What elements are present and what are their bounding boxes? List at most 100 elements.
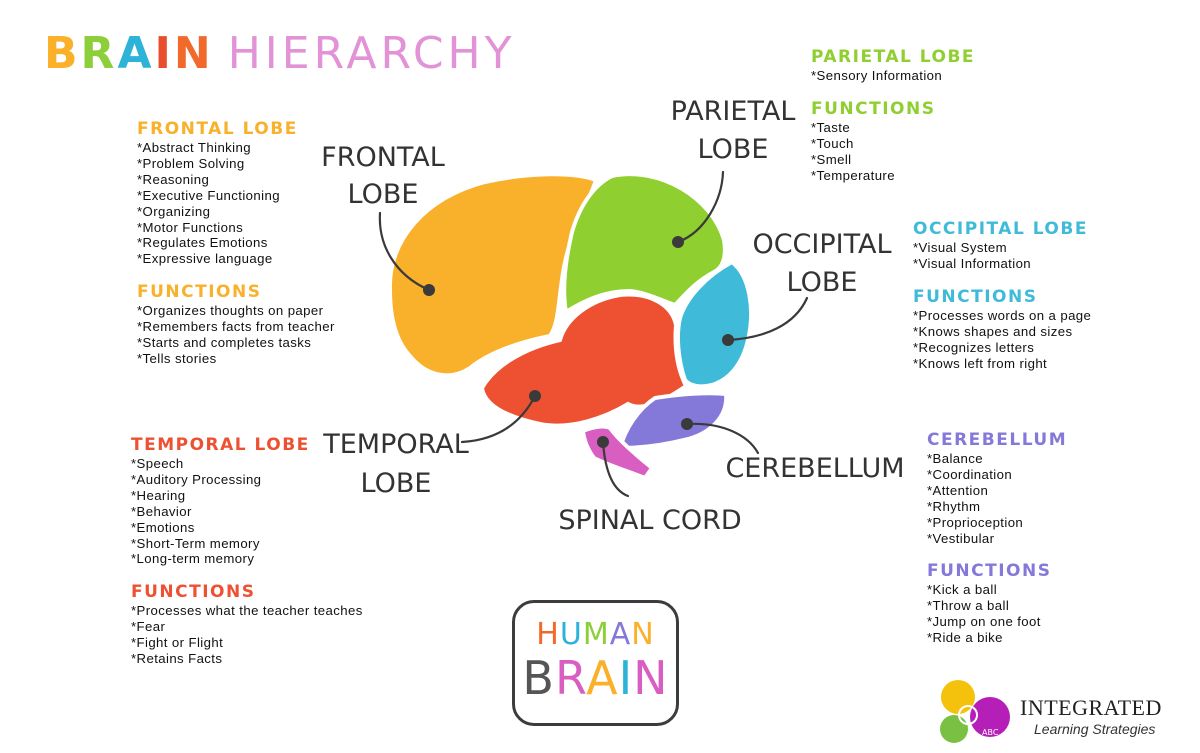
spinal-cord-label: SPINAL CORD — [558, 505, 741, 536]
frontal-list-item: *Problem Solving — [137, 155, 245, 171]
temporal-list-item: *Short-Term memory — [131, 535, 260, 551]
frontal-function-item: *Organizes thoughts on paper — [137, 303, 324, 319]
cerebellum-items: *Balance*Coordination*Attention*Rhythm*P… — [927, 451, 1067, 546]
parietal-function-item: *Smell — [811, 151, 852, 167]
parietal-heading: PARIETAL LOBE — [811, 47, 976, 67]
title-letter: A — [117, 28, 155, 79]
parietal-function-item: *Touch — [811, 135, 854, 151]
logo-green-circle — [940, 715, 968, 743]
human-brain-letter: H — [536, 617, 560, 652]
temporal-functions: *Processes what the teacher teaches*Fear… — [131, 603, 363, 667]
human-brain-letter: R — [554, 651, 587, 705]
frontal-list-item: *Organizing — [137, 203, 211, 219]
title-word-hierarchy: HIERARCHY — [227, 28, 516, 79]
occipital-functions: *Processes words on a page*Knows shapes … — [913, 308, 1091, 372]
temporal-list-item: *Emotions — [131, 519, 195, 535]
cerebellum-function-item: *Ride a bike — [927, 630, 1003, 646]
parietal-function-item: *Taste — [811, 119, 851, 135]
cerebellum-info: CEREBELLUM *Balance*Coordination*Attenti… — [927, 429, 1067, 646]
temporal-heading: TEMPORAL LOBE — [131, 435, 310, 455]
cerebellum-region — [617, 391, 729, 451]
human-brain-letter: A — [586, 651, 619, 705]
frontal-functions-heading: FUNCTIONS — [137, 282, 262, 303]
occipital-function-item: *Recognizes letters — [913, 339, 1035, 355]
cerebellum-list-item: *Attention — [927, 482, 989, 498]
parietal-functions: *Taste*Touch*Smell*Temperature — [811, 120, 975, 184]
frontal-label-line1: FRONTAL — [321, 142, 445, 173]
temporal-label-line2: LOBE — [361, 468, 432, 499]
temporal-info: TEMPORAL LOBE *Speech*Auditory Processin… — [131, 434, 363, 667]
parietal-info: PARIETAL LOBE *Sensory Information FUNCT… — [811, 46, 975, 184]
temporal-function-item: *Retains Facts — [131, 651, 223, 667]
title-word-brain: BRAIN — [44, 28, 214, 79]
human-brain-letter: N — [631, 617, 655, 652]
spinal-dot — [597, 436, 609, 448]
frontal-function-item: *Tells stories — [137, 350, 217, 366]
occipital-items: *Visual System*Visual Information — [913, 240, 1091, 272]
parietal-label-line2: LOBE — [698, 134, 769, 165]
temporal-list-item: *Behavior — [131, 503, 192, 519]
human-brain-letter: N — [633, 651, 669, 705]
frontal-leader-line — [378, 211, 431, 292]
frontal-function-item: *Remembers facts from teacher — [137, 319, 335, 335]
cerebellum-dot — [681, 418, 693, 430]
cerebellum-function-item: *Throw a ball — [927, 598, 1010, 614]
temporal-function-item: *Processes what the teacher teaches — [131, 603, 363, 619]
occipital-list-item: *Visual Information — [913, 255, 1032, 271]
temporal-list-item: *Long-term memory — [131, 551, 255, 567]
frontal-function-item: *Starts and completes tasks — [137, 335, 312, 351]
human-brain-letter: M — [582, 617, 610, 652]
cerebellum-function-item: *Jump on one foot — [927, 614, 1041, 630]
human-brain-letter: B — [522, 651, 555, 705]
cerebellum-functions-heading: FUNCTIONS — [927, 561, 1052, 582]
cerebellum-functions: *Kick a ball*Throw a ball*Jump on one fo… — [927, 582, 1067, 646]
occipital-function-item: *Processes words on a page — [913, 307, 1092, 323]
frontal-dot — [423, 284, 435, 296]
spinal-leader-line — [601, 440, 630, 498]
parietal-functions-heading: FUNCTIONS — [811, 98, 936, 119]
parietal-function-item: *Temperature — [811, 167, 895, 183]
cerebellum-leader-line — [685, 422, 760, 455]
parietal-items: *Sensory Information — [811, 68, 975, 84]
occipital-heading: OCCIPITAL LOBE — [913, 219, 1088, 239]
frontal-lobe-region — [387, 172, 599, 378]
parietal-list-item: *Sensory Information — [811, 68, 943, 83]
temporal-functions-heading: FUNCTIONS — [131, 582, 256, 603]
title-letter: I — [154, 28, 174, 79]
temporal-function-item: *Fight or Flight — [131, 635, 224, 651]
temporal-dot — [529, 390, 541, 402]
human-brain-letter: A — [609, 617, 632, 652]
occipital-function-item: *Knows left from right — [913, 355, 1048, 371]
frontal-list-item: *Regulates Emotions — [137, 235, 268, 251]
human-brain-letter: I — [618, 651, 634, 705]
occipital-label-line2: LOBE — [787, 267, 858, 298]
occipital-info: OCCIPITAL LOBE *Visual System*Visual Inf… — [913, 218, 1091, 371]
page-title: BRAIN HIERARCHY — [44, 28, 516, 80]
human-brain-badge: HUMAN BRAIN — [512, 600, 679, 726]
frontal-info: FRONTAL LOBE *Abstract Thinking*Problem … — [137, 118, 335, 367]
frontal-list-item: *Motor Functions — [137, 219, 244, 235]
parietal-dot — [672, 236, 684, 248]
cerebellum-label: CEREBELLUM — [725, 453, 904, 484]
cerebellum-list-item: *Vestibular — [927, 530, 995, 546]
title-letter: R — [80, 28, 118, 79]
logo-tagline: Learning Strategies — [1034, 721, 1156, 737]
logo-swirl-icon — [958, 705, 978, 725]
occipital-list-item: *Visual System — [913, 240, 1008, 255]
logo-name: INTEGRATED — [1020, 695, 1162, 720]
temporal-list-item: *Auditory Processing — [131, 471, 262, 487]
integrated-logo-text: INTEGRATED Learning Strategies — [1020, 695, 1162, 737]
frontal-list-item: *Executive Functioning — [137, 187, 280, 203]
temporal-list-item: *Speech — [131, 456, 184, 471]
temporal-label-line1: TEMPORAL — [322, 429, 469, 460]
logo-badge-text: ABC — [982, 728, 999, 737]
occipital-label-line1: OCCIPITAL — [752, 229, 891, 260]
frontal-functions: *Organizes thoughts on paper*Remembers f… — [137, 303, 335, 367]
logo-yellow-circle — [941, 680, 975, 714]
human-brain-line1: HUMAN — [515, 617, 676, 652]
title-letter: N — [173, 28, 214, 79]
temporal-items: *Speech*Auditory Processing*Hearing*Beha… — [131, 456, 363, 567]
parietal-leader-line — [676, 170, 725, 244]
cerebellum-function-item: *Kick a ball — [927, 582, 998, 598]
